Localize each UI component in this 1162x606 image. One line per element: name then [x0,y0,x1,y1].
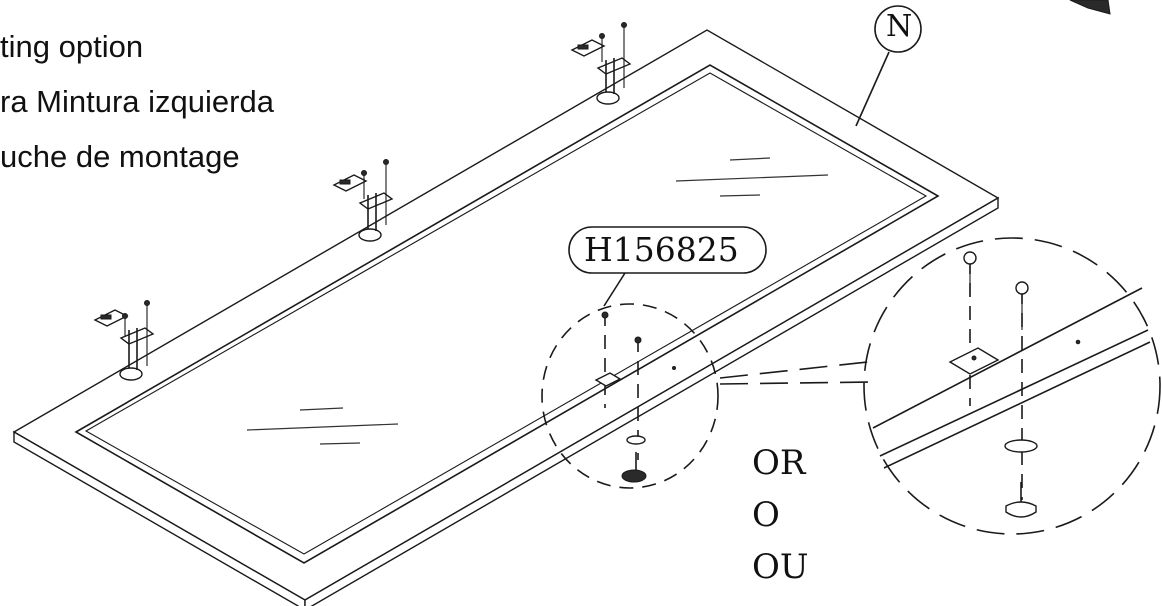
hinge-cup [119,367,143,381]
glide-foot [1005,501,1037,518]
callout-part-leader [603,272,626,307]
callout-n-leader [855,51,890,127]
screw-head [599,33,605,39]
detail-circle-outline [863,237,1161,535]
detail-circle-small [541,303,719,489]
expansion-line [719,361,869,379]
instruction-line-fr: uche de montage [0,139,240,174]
detail-circle-outline [541,303,719,489]
detail-circle-large [863,237,1161,535]
mount-plate [594,372,622,387]
screw-head [621,22,627,28]
glass-mark [299,407,344,411]
alternative-label-en: OR [752,443,806,483]
hinge-middle [332,159,394,242]
frame-front-edge [13,430,306,606]
callout-part-number-label: H156825 [584,230,739,269]
glass-mark [675,174,829,182]
frame-inner-rabbet [84,72,928,555]
plate-hole [971,355,977,361]
hinge-top [570,22,632,105]
instruction-line-en: ting option [0,29,144,64]
glass-mark [319,442,361,445]
callout-n-label: N [886,9,913,44]
alternative-label-fr: OU [752,547,809,587]
hinge-cup [596,91,620,105]
instruction-line-es: ra Mintura izquierda [0,84,274,119]
washer [626,435,646,445]
frame-edge [883,341,1151,469]
hinge-slot [339,179,351,185]
pilot-hole [1075,339,1081,345]
pilot-hole [672,366,676,370]
frame-side-edge [304,196,999,606]
screw-head [361,170,367,176]
frame-edge [872,287,1143,429]
callout-n-circle [874,5,922,53]
screw-head [963,251,977,265]
screw-head [122,313,128,319]
hinge-cup [358,228,382,242]
callout-n [855,5,922,127]
hinge-slot [100,314,112,320]
screw-head [634,336,642,344]
mount-plate [948,347,1000,375]
glass-mark [719,194,761,197]
hinge-left [93,300,155,381]
screw-head [1015,281,1029,295]
detail-expansion-lines [719,361,871,385]
glide-foot [621,469,647,483]
glass-mark [246,423,399,431]
expansion-line [719,381,871,385]
frame-inner-opening [74,64,940,564]
door-frame [12,29,1000,606]
screw-head [383,159,389,165]
hinge-slot [577,44,589,50]
screw-head [144,300,150,306]
washer [1004,439,1038,453]
alternative-label-es: O [752,495,780,535]
screw-head [601,311,609,319]
callout-part-pill [568,226,767,274]
direction-arrow-icon [1069,0,1111,15]
callout-part-number [568,226,767,307]
frame-edge [879,329,1149,457]
glass-reflections [246,157,829,445]
glass-mark [729,157,771,161]
